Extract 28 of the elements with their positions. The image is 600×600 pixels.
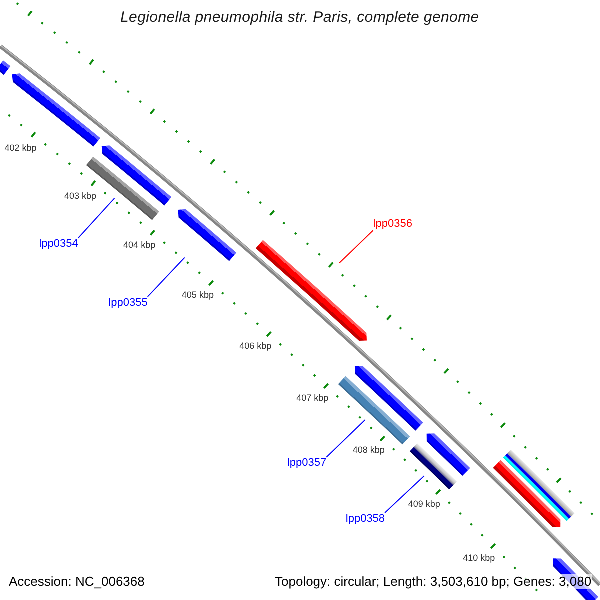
gene-label: lpp0357 (287, 457, 327, 470)
gene-bar (338, 376, 410, 445)
tick-label: 402 kbp (4, 142, 37, 153)
gene-label: lpp0355 (108, 296, 148, 310)
gene-label: lpp0354 (39, 238, 78, 252)
tick-label: 409 kbp (408, 498, 440, 509)
gene-feature (426, 434, 470, 476)
footer-text: Accession: NC_006368 (9, 574, 145, 589)
tick-label: 407 kbp (296, 393, 329, 403)
gene-feature (102, 146, 172, 206)
gene-feature (354, 366, 424, 431)
tick-label: 405 kbp (182, 290, 214, 300)
diagram-title: Legionella pneumophila str. Paris, complete genome (120, 9, 480, 26)
gene-label: lpp0358 (346, 512, 386, 526)
footer-text: Topology: circular; Length: 3,503,610 bp; Genes: 3,080 (275, 574, 592, 589)
gene-feature (178, 209, 237, 262)
gene-feature (493, 460, 561, 528)
tick-label: 403 kbp (64, 191, 97, 202)
tick-label: 406 kbp (240, 341, 272, 352)
gene-label: lpp0356 (373, 218, 412, 231)
gene-feature (256, 240, 367, 342)
gene-bar (0, 60, 11, 76)
tick-label: 404 kbp (124, 240, 156, 250)
leader-line (384, 475, 425, 514)
tick-label: 408 kbp (352, 445, 385, 456)
leader-line (78, 198, 116, 239)
tick-label: 410 kbp (463, 552, 496, 563)
gene-bar (410, 444, 458, 490)
